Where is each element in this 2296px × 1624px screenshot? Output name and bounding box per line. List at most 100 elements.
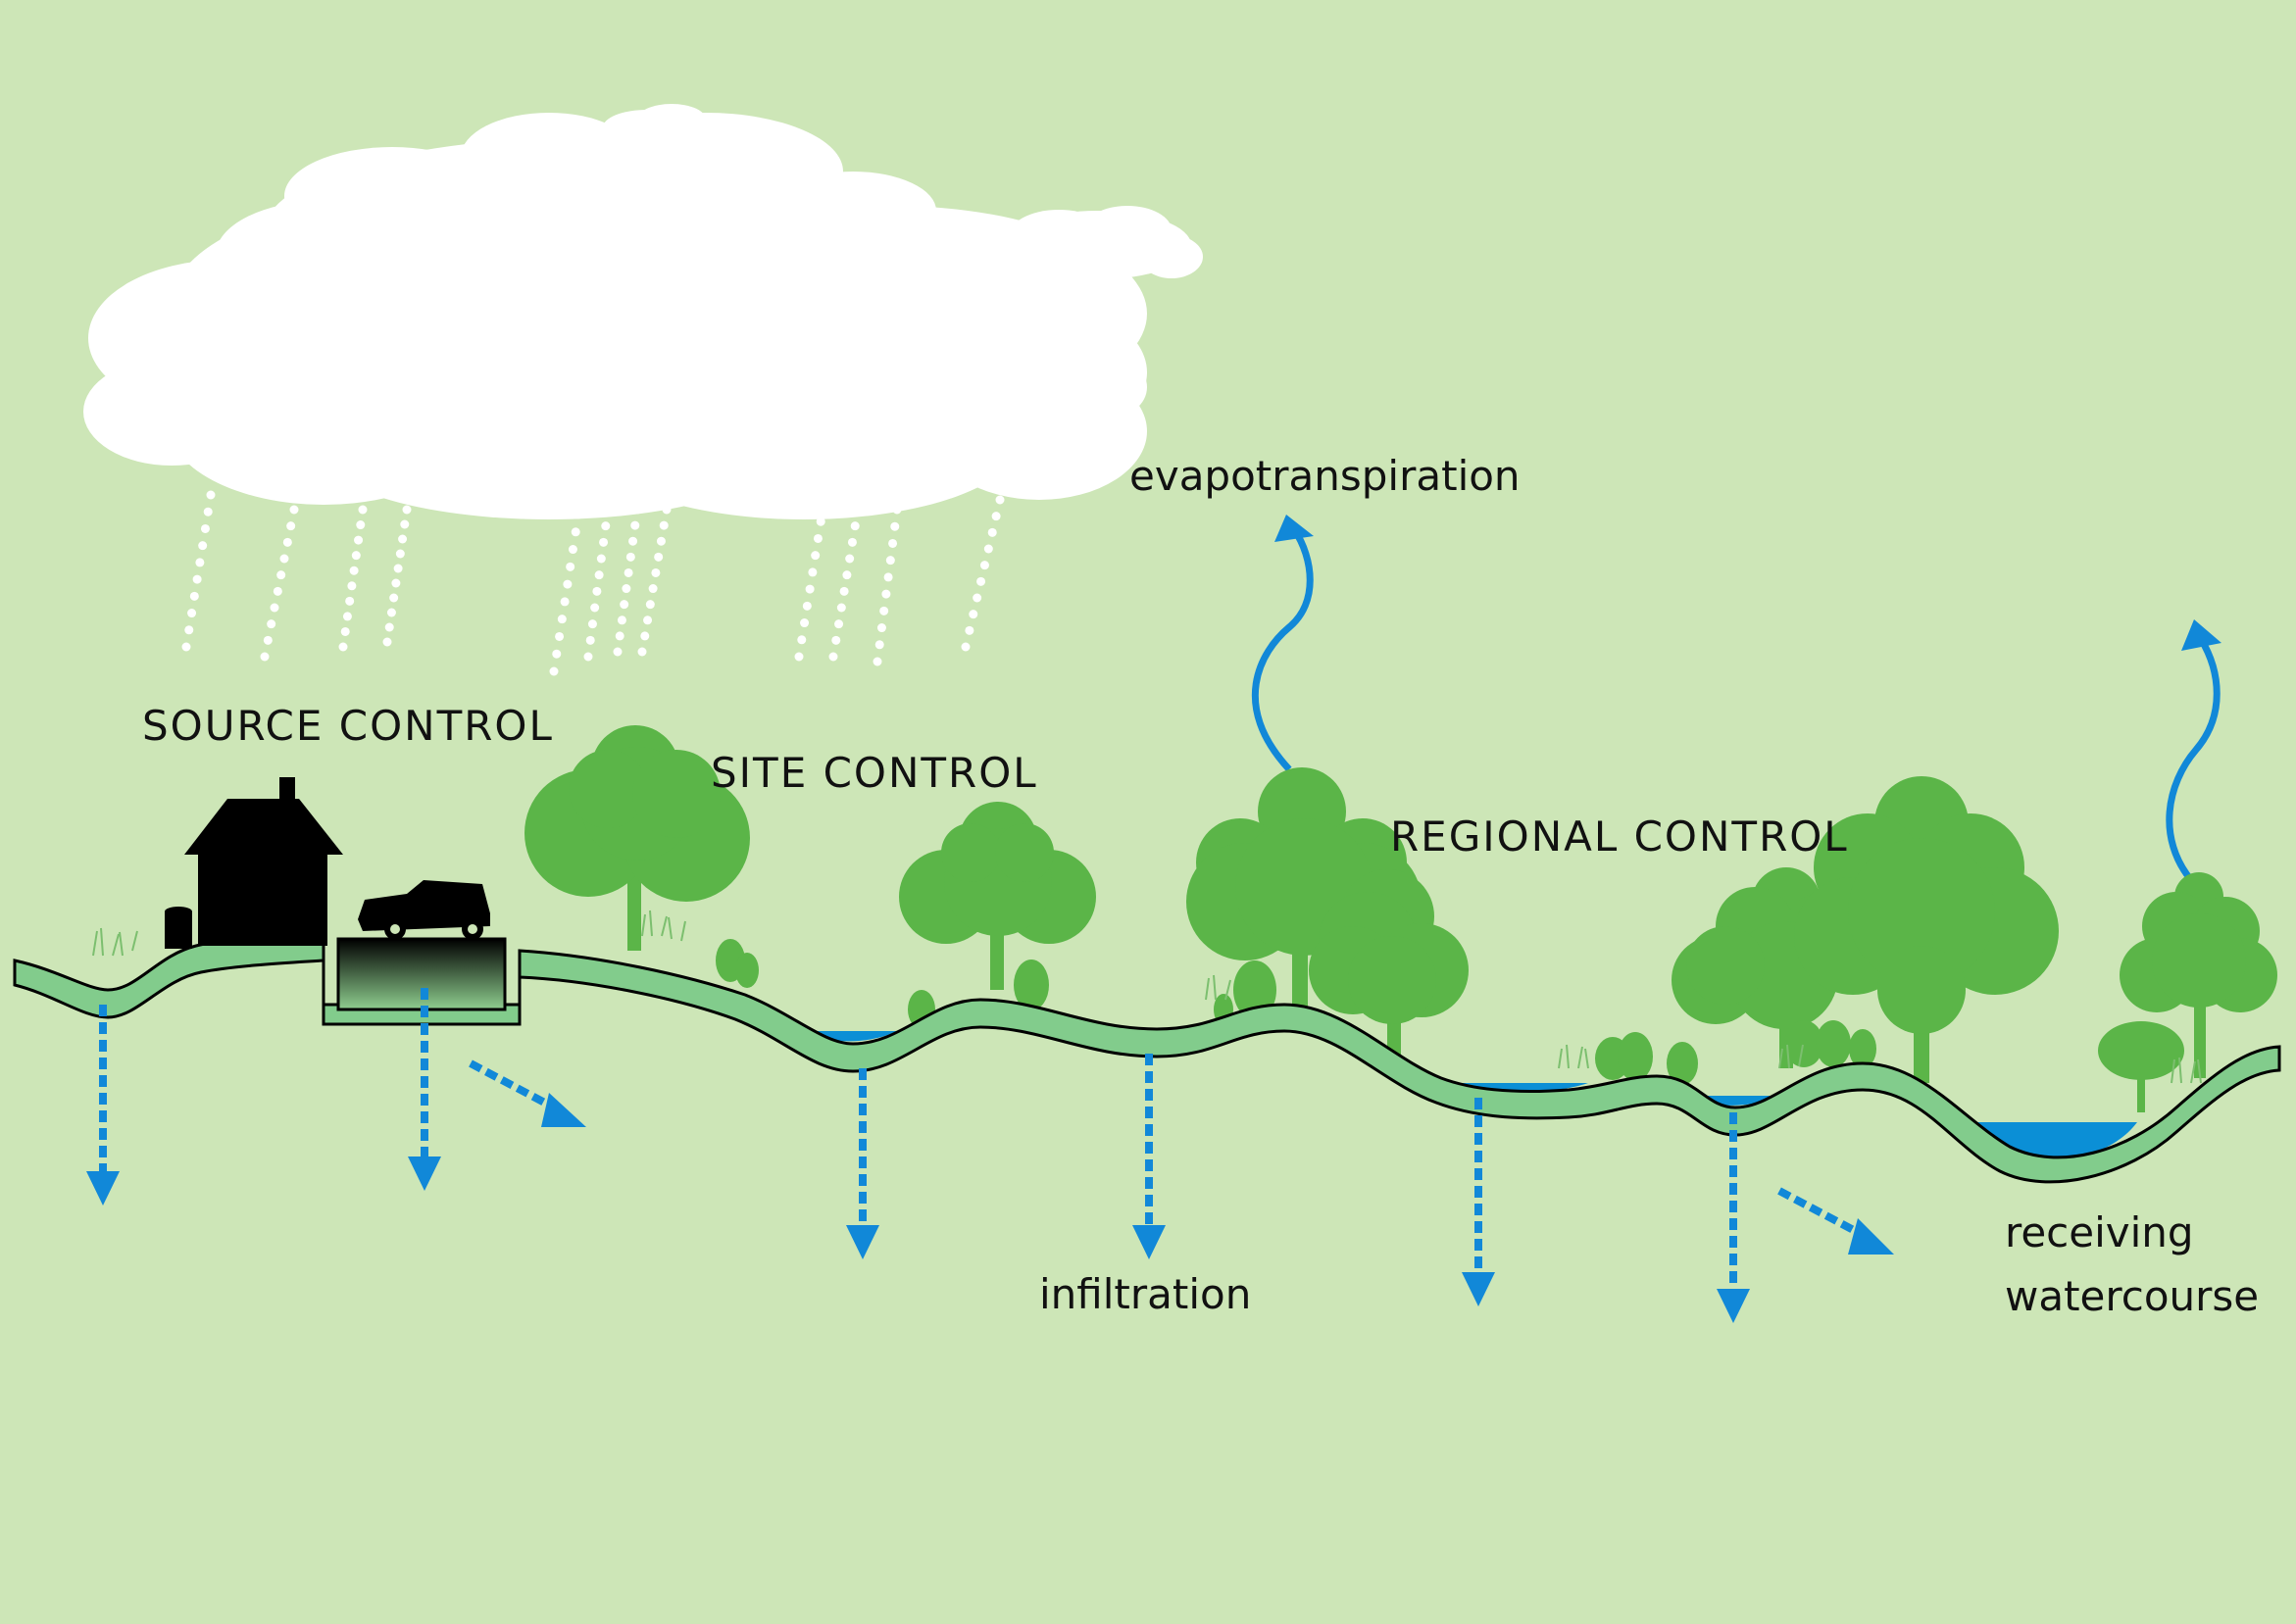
rain-drop [571, 527, 580, 537]
rain-drop [995, 495, 1005, 505]
rain-drop [839, 586, 849, 596]
rain-drop [834, 619, 844, 629]
rain-drop [976, 576, 986, 586]
rain-drop [270, 603, 279, 613]
rain-drop [395, 549, 405, 559]
water-butt-icon [165, 907, 192, 949]
rain-drop [557, 615, 567, 624]
rain-drop [876, 623, 886, 633]
rain-drop [987, 527, 997, 537]
rain-drop [386, 608, 396, 617]
rain-drop [391, 578, 401, 588]
rain-drop [594, 570, 604, 580]
rain-drop [613, 647, 623, 657]
rain-drop [973, 593, 982, 603]
rain-drop [393, 564, 403, 573]
rain-drop [585, 635, 595, 645]
rain-drop [808, 567, 818, 577]
rain-drop [625, 552, 635, 562]
rain-drop [187, 609, 197, 618]
rain-drop [267, 619, 276, 629]
rain-drop [198, 541, 208, 551]
rain-drop [181, 642, 191, 652]
rain-drop [402, 505, 412, 515]
rain-drop [289, 505, 299, 515]
rain-drop [273, 586, 282, 596]
rain-drop [347, 581, 357, 591]
rain-drop [991, 512, 1001, 521]
label-receiving-watercourse-line2: watercourse [2005, 1272, 2259, 1320]
rain-drop [892, 505, 902, 515]
rain-drop [203, 507, 213, 517]
rain-drop [345, 596, 355, 606]
grass [92, 910, 2202, 1084]
rain-drop [563, 579, 573, 589]
rain-drop [632, 505, 642, 515]
rain-drop [568, 545, 577, 555]
rain-drop [615, 631, 624, 641]
rain-drop [286, 521, 296, 531]
rain-drop [624, 567, 633, 577]
label-infiltration: infiltration [1039, 1270, 1251, 1318]
rain-drop [195, 558, 205, 567]
rain-drop [622, 584, 631, 594]
label-evapotranspiration: evapotranspiration [1129, 452, 1521, 500]
rain-drop [881, 589, 891, 599]
tree [899, 802, 1096, 990]
rain-drop [200, 523, 210, 533]
rain-drop [816, 517, 825, 526]
rain-drop [603, 505, 613, 515]
rain-drop [342, 612, 352, 621]
rain-drop [338, 642, 348, 652]
rain-drops [181, 490, 1005, 676]
rain-drop [184, 625, 194, 635]
rain-drop [601, 521, 611, 531]
label-receiving-watercourse-line1: receiving [2005, 1208, 2194, 1256]
rain-drop [276, 570, 286, 580]
label-site-control: SITE CONTROL [711, 749, 1038, 797]
rain-drop [853, 505, 863, 515]
rain-drop [640, 631, 650, 641]
rain-drop [637, 647, 647, 657]
rain-drop [549, 666, 559, 676]
rain-drop [587, 619, 597, 629]
rain-drop [189, 591, 199, 601]
rain-drop [802, 601, 812, 611]
rain-drop [596, 554, 606, 564]
rain-drop [552, 649, 562, 659]
rain-drop [263, 635, 273, 645]
rain-drop [873, 657, 882, 666]
evapotranspiration-arrow-1 [1251, 515, 1314, 772]
car-icon [358, 880, 490, 940]
rain-drop [340, 626, 350, 636]
rain-drop [836, 603, 846, 613]
rain-drop [599, 537, 609, 547]
shrub [2098, 1021, 2184, 1112]
rain-drop [206, 490, 216, 500]
rain-drop [850, 521, 860, 531]
rain-drop [659, 520, 669, 530]
rain-drop [282, 537, 292, 547]
rain-drop [620, 600, 629, 610]
rain-drop [969, 610, 978, 619]
rain-drop [819, 500, 828, 510]
rain-drop [592, 586, 602, 596]
rain-drop [813, 533, 823, 543]
rain-drop [617, 615, 626, 625]
small-cloud-right [1002, 206, 1203, 282]
rain-drop [847, 537, 857, 547]
rain-drop [874, 640, 884, 650]
rain-drop [628, 536, 638, 546]
rain-drop [384, 622, 394, 632]
rain-drop [279, 554, 289, 564]
rain-drop [630, 520, 640, 530]
rain-drop [800, 618, 810, 628]
rain-drop [574, 510, 583, 519]
infiltration-arrows [99, 988, 1865, 1289]
rain-drop [828, 652, 838, 662]
tree [524, 725, 750, 951]
ground-soil-band [13, 931, 2281, 1184]
rain-drop [651, 567, 661, 577]
rain-drop [656, 536, 666, 546]
label-source-control: SOURCE CONTROL [142, 702, 554, 750]
